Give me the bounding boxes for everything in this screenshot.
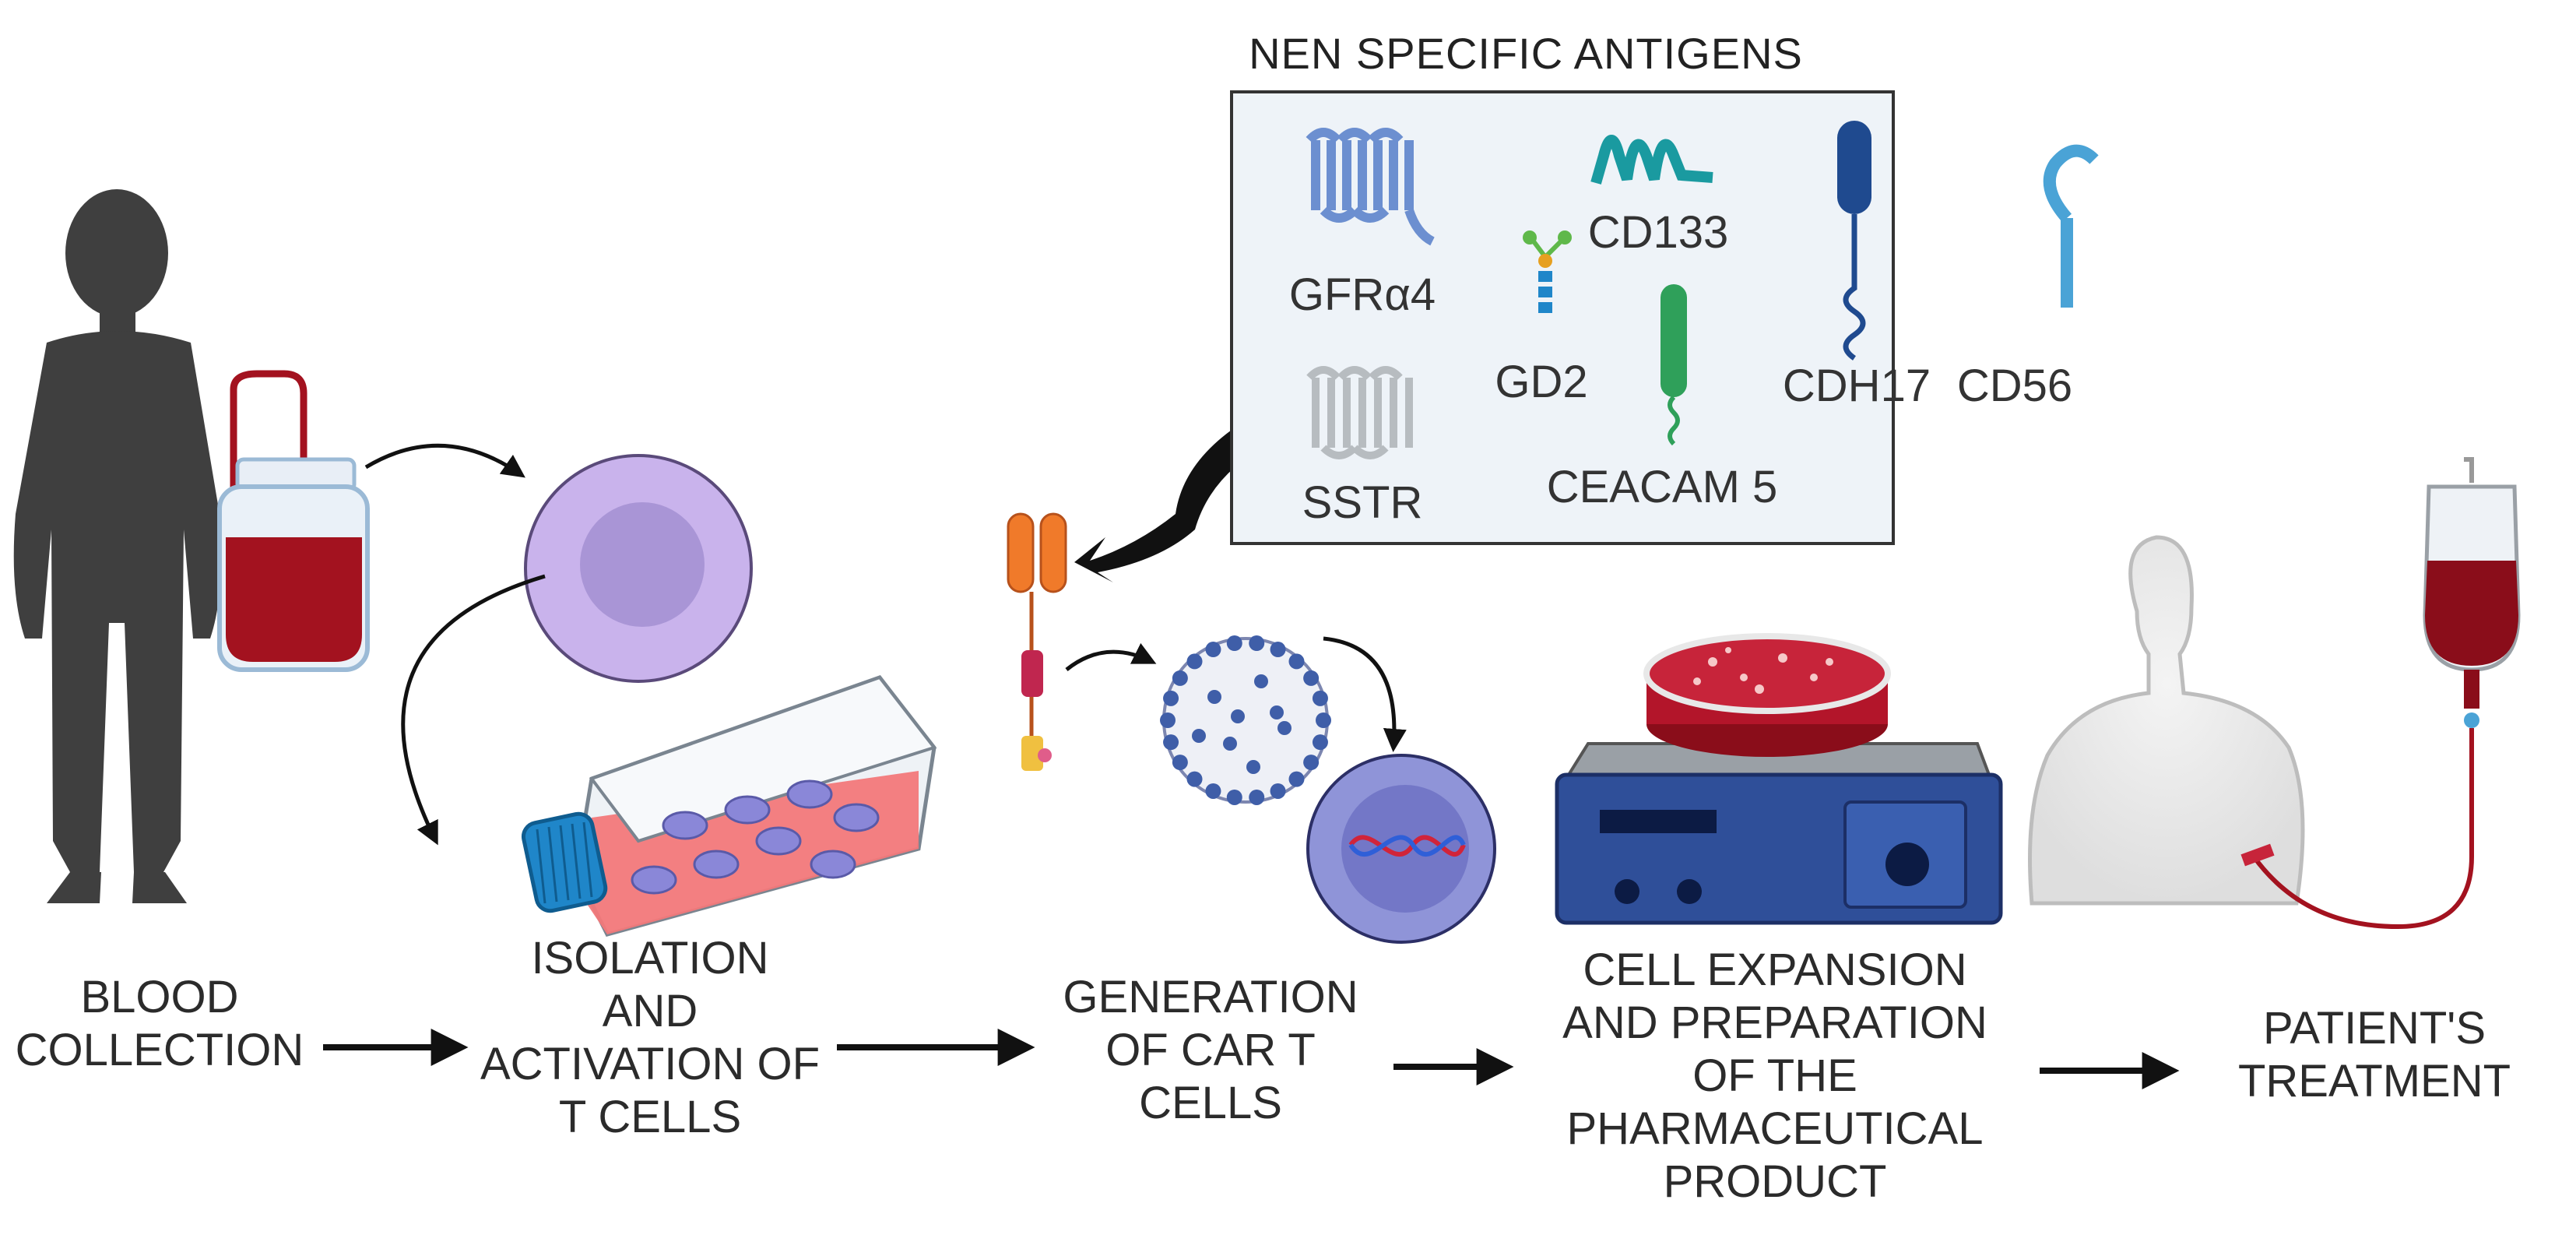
virus-surface-protein	[1223, 737, 1237, 751]
culture-flask-icon	[521, 675, 937, 937]
cd56-icon	[2043, 144, 2099, 308]
virus-spike	[1163, 734, 1179, 751]
gfra4-receptor-icon	[1306, 128, 1435, 246]
arrow-blood-to-cell	[364, 443, 525, 478]
arrow-car-to-virus	[1065, 642, 1157, 671]
virus-spike	[1186, 653, 1203, 670]
step-label-line: PATIENT'S	[2263, 1003, 2486, 1054]
virus-spike	[1303, 670, 1320, 686]
virus-spike	[1312, 734, 1328, 751]
virus-spike	[1205, 642, 1221, 658]
virus-spike	[1288, 653, 1305, 670]
step-label-line: GENERATION	[1063, 972, 1358, 1022]
virus-spike	[1270, 783, 1286, 799]
virus-surface-protein	[1192, 729, 1206, 743]
step-label-line: ISOLATION	[531, 933, 768, 983]
step-label-line: CELLS	[1139, 1078, 1282, 1128]
virus-spike	[1226, 789, 1242, 805]
arrow-virus-to-cell	[1323, 636, 1407, 752]
blood-bag-icon	[217, 370, 370, 672]
lentivirus-icon	[1160, 635, 1331, 805]
antigen-label-gfra4: GFRα4	[1289, 269, 1436, 320]
t-cell-icon	[524, 454, 753, 683]
antigen-label-sstr: SSTR	[1302, 477, 1423, 528]
virus-spike	[1160, 712, 1176, 728]
virus-surface-protein	[1207, 690, 1221, 704]
virus-spike	[1205, 783, 1221, 799]
virus-surface-protein	[1270, 705, 1284, 719]
step-label-line: TREATMENT	[2238, 1056, 2511, 1106]
antigen-label-cdh17: CDH17	[1783, 361, 1931, 411]
virus-spike	[1288, 771, 1305, 787]
virus-spike	[1186, 771, 1203, 787]
antigen-box: NEN SPECIFIC ANTIGENS	[1230, 29, 2099, 545]
virus-spike	[1249, 789, 1265, 805]
step-label-line: BLOOD	[80, 972, 238, 1022]
cd133-icon	[1590, 135, 1713, 185]
magnetic-stirrer-icon	[1555, 742, 2003, 925]
antigen-label-ceacam5: CEACAM 5	[1547, 462, 1778, 512]
arrow-antigens-to-car	[1074, 420, 1269, 582]
virus-spike	[1316, 712, 1331, 728]
antigen-box-title: NEN SPECIFIC ANTIGENS	[1249, 29, 1803, 78]
step-label-line: PRODUCT	[1664, 1156, 1887, 1207]
patient-silhouette-icon	[2028, 535, 2305, 906]
virus-spike	[1270, 642, 1286, 658]
step-label-line: OF CAR T	[1105, 1025, 1316, 1075]
virus-spike	[1172, 670, 1188, 686]
petri-dish-icon	[1643, 633, 1891, 757]
transduced-cell-icon	[1306, 754, 1496, 944]
step-label-line: T CELLS	[559, 1092, 741, 1142]
step-label-line: CELL EXPANSION	[1583, 945, 1966, 995]
step-label-line: AND	[603, 986, 698, 1036]
gd2-icon	[1523, 230, 1572, 313]
cdh17-icon	[1837, 121, 1871, 361]
antigen-label-cd133: CD133	[1588, 207, 1729, 258]
antigen-label-cd56: CD56	[1957, 361, 2072, 411]
virus-spike	[1303, 755, 1320, 771]
antigen-label-gd2: GD2	[1495, 357, 1587, 407]
virus-spike	[1172, 755, 1188, 771]
person-silhouette-icon	[13, 189, 222, 903]
virus-surface-protein	[1277, 721, 1292, 735]
virus-surface-protein	[1246, 760, 1260, 774]
virus-surface-protein	[1254, 674, 1268, 688]
step-label-line: OF THE	[1692, 1050, 1857, 1101]
step-label-line: AND PREPARATION	[1562, 997, 1987, 1048]
virus-surface-protein	[1231, 709, 1245, 723]
arrow-cell-to-flask	[401, 574, 546, 846]
car-receptor-icon	[1007, 512, 1067, 771]
virus-spike	[1226, 635, 1242, 652]
virus-spike	[1249, 635, 1265, 652]
sstr-receptor-icon	[1306, 366, 1413, 459]
step-label-line: ACTIVATION OF	[480, 1039, 820, 1089]
ceacam5-icon	[1661, 284, 1687, 446]
virus-spike	[1163, 690, 1179, 706]
iv-bag-icon	[2240, 457, 2521, 930]
step-label-line: COLLECTION	[16, 1025, 304, 1075]
virus-spike	[1312, 690, 1328, 706]
step-label-line: PHARMACEUTICAL	[1567, 1103, 1984, 1154]
